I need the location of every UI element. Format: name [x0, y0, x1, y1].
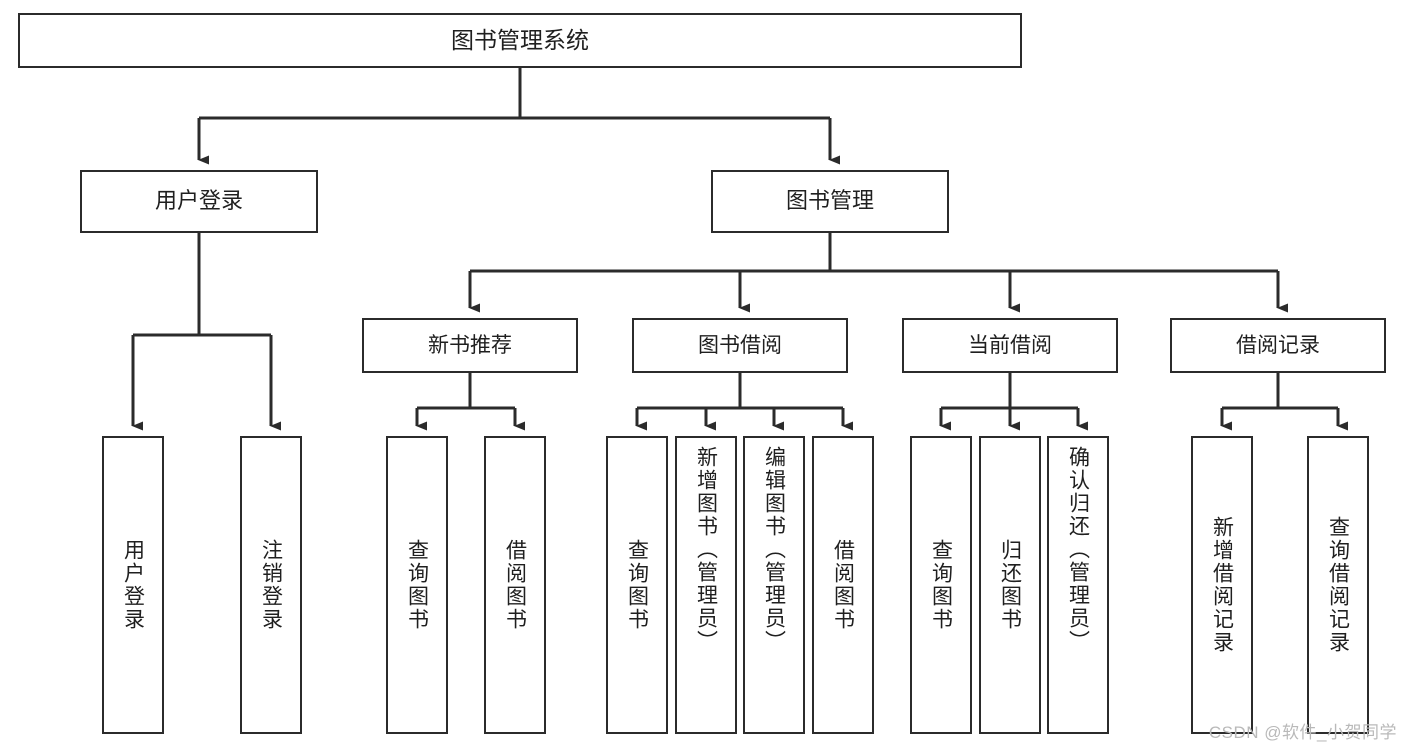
edge-book-manage-to-level2	[468, 233, 1288, 313]
edge-new-book-rec-to-leaves	[415, 373, 525, 431]
edge-borrow-record-to-leaves	[1220, 373, 1348, 431]
csdn-watermark: CSDN @软件_小贺同学	[1208, 723, 1397, 742]
node-leaf-bb-borrow-book-label: 借阅图书	[831, 539, 855, 631]
edge-current-borrow-to-leaves	[939, 373, 1088, 431]
node-borrow-record-label: 借阅记录	[1236, 333, 1320, 357]
node-new-book-recommend[interactable]: 新书推荐	[362, 318, 578, 373]
node-leaf-bb-add-book[interactable]: 新增图书（管理员）	[675, 436, 737, 734]
node-leaf-rec-borrow-book[interactable]: 借阅图书	[484, 436, 546, 734]
node-leaf-bb-edit-book[interactable]: 编辑图书（管理员）	[743, 436, 805, 734]
node-book-manage-label: 图书管理	[785, 188, 874, 214]
node-leaf-br-add-record-label: 新增借阅记录	[1210, 516, 1234, 654]
node-book-manage[interactable]: 图书管理	[711, 170, 949, 233]
node-current-borrow[interactable]: 当前借阅	[902, 318, 1118, 373]
node-leaf-br-add-record[interactable]: 新增借阅记录	[1191, 436, 1253, 734]
node-leaf-bb-query-book-label: 查询图书	[625, 539, 649, 631]
node-borrow-record[interactable]: 借阅记录	[1170, 318, 1386, 373]
node-root-system[interactable]: 图书管理系统	[18, 13, 1022, 68]
node-leaf-user-logout[interactable]: 注销登录	[240, 436, 302, 734]
node-leaf-cb-confirm-return[interactable]: 确认归还（管理员）	[1047, 436, 1109, 734]
node-leaf-rec-query-book-label: 查询图书	[405, 539, 429, 631]
node-leaf-rec-query-book[interactable]: 查询图书	[386, 436, 448, 734]
node-user-login-label: 用户登录	[154, 188, 243, 214]
node-root-system-label: 图书管理系统	[451, 26, 589, 53]
node-current-borrow-label: 当前借阅	[968, 333, 1052, 357]
node-leaf-rec-borrow-book-label: 借阅图书	[503, 539, 527, 631]
node-leaf-bb-add-book-label: 新增图书（管理员）	[694, 446, 718, 653]
node-user-login[interactable]: 用户登录	[80, 170, 318, 233]
edge-root-to-level1	[197, 68, 840, 165]
node-leaf-user-logout-label: 注销登录	[259, 539, 283, 631]
node-book-borrow-label: 图书借阅	[698, 333, 782, 357]
node-leaf-user-login-label: 用户登录	[121, 539, 145, 631]
node-leaf-bb-borrow-book[interactable]: 借阅图书	[812, 436, 874, 734]
node-leaf-user-login[interactable]: 用户登录	[102, 436, 164, 734]
node-leaf-bb-query-book[interactable]: 查询图书	[606, 436, 668, 734]
node-book-borrow[interactable]: 图书借阅	[632, 318, 848, 373]
node-leaf-cb-confirm-return-label: 确认归还（管理员）	[1066, 446, 1090, 653]
edge-book-borrow-to-leaves	[635, 373, 853, 431]
node-leaf-br-query-record[interactable]: 查询借阅记录	[1307, 436, 1369, 734]
node-leaf-bb-edit-book-label: 编辑图书（管理员）	[762, 446, 786, 653]
node-leaf-cb-return-book-label: 归还图书	[998, 539, 1022, 631]
node-new-book-recommend-label: 新书推荐	[428, 333, 512, 357]
node-leaf-cb-return-book[interactable]: 归还图书	[979, 436, 1041, 734]
edge-user-login-to-leaves	[131, 233, 281, 431]
node-leaf-br-query-record-label: 查询借阅记录	[1326, 516, 1350, 654]
node-leaf-cb-query-book-label: 查询图书	[929, 539, 953, 631]
node-leaf-cb-query-book[interactable]: 查询图书	[910, 436, 972, 734]
